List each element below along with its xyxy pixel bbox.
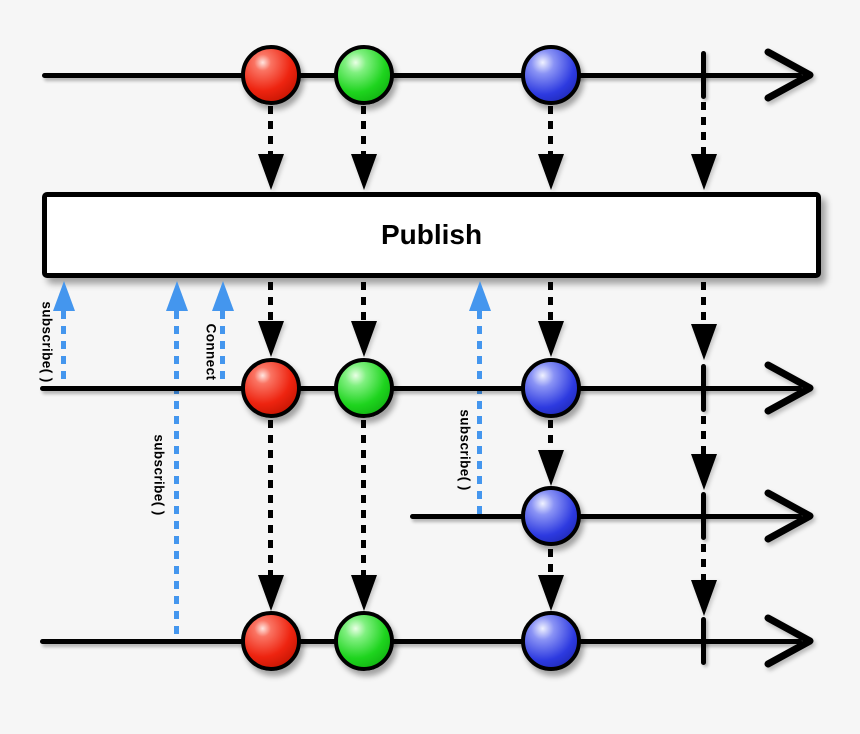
subscriber3-timeline-arrowhead-icon xyxy=(764,614,814,668)
subscribe-left-arrowhead-icon xyxy=(53,281,75,311)
subscriber3-complete-tick xyxy=(701,617,706,665)
subscriber1-marble-green xyxy=(334,358,394,418)
subscriber1-complete-tick xyxy=(701,364,706,412)
emit-red-to-publish-arrowhead-icon xyxy=(258,154,284,190)
sub1-to-sub3-green-dash xyxy=(361,420,366,575)
publish-to-sub1-complete-arrowhead-icon xyxy=(691,324,717,360)
subscriber2-timeline-arrowhead-icon xyxy=(764,489,814,543)
subscriber3-marble-blue xyxy=(521,611,581,671)
subscribe-left-label: subscribe( ) xyxy=(39,301,55,383)
connect-dash xyxy=(220,311,225,386)
subscribe-right-dash xyxy=(477,311,482,514)
emit-green-to-publish-dash xyxy=(361,106,366,156)
sub2-to-sub3-complete-arrowhead-icon xyxy=(691,580,717,616)
publish-to-sub1-red-dash xyxy=(268,282,273,322)
subscriber2-complete-tick xyxy=(701,492,706,540)
subscribe-right-label: subscribe( ) xyxy=(457,409,473,491)
sub1-to-sub2-blue-arrowhead-icon xyxy=(538,450,564,486)
emit-blue-to-publish-dash xyxy=(548,106,553,156)
source-complete-tick xyxy=(701,51,706,99)
publish-to-sub1-green-dash xyxy=(361,282,366,322)
emit-complete-to-publish-arrowhead-icon xyxy=(691,154,717,190)
subscribe-mid-arrowhead-icon xyxy=(166,281,188,311)
connect-label: Connect xyxy=(203,323,219,381)
subscriber2-timeline xyxy=(410,514,802,519)
publish-to-sub1-blue-dash xyxy=(548,282,553,322)
subscriber3-timeline xyxy=(40,639,802,644)
publish-to-sub1-blue-arrowhead-icon xyxy=(538,321,564,357)
sub1-to-sub3-green-arrowhead-icon xyxy=(351,575,377,611)
emit-green-to-publish-arrowhead-icon xyxy=(351,154,377,190)
sub2-to-sub3-blue-dash xyxy=(548,549,553,575)
subscribe-left-dash xyxy=(61,311,66,386)
source-timeline-arrowhead-icon xyxy=(764,48,814,102)
subscribe-right-arrowhead-icon xyxy=(469,281,491,311)
subscriber1-marble-blue xyxy=(521,358,581,418)
sub1-to-sub3-red-dash xyxy=(268,420,273,575)
sub2-to-sub3-blue-arrowhead-icon xyxy=(538,575,564,611)
sub1-to-sub2-blue-dash xyxy=(548,420,553,450)
sub1-to-sub3-red-arrowhead-icon xyxy=(258,575,284,611)
subscribe-mid-label: subscribe( ) xyxy=(151,434,167,516)
connect-arrowhead-icon xyxy=(212,281,234,311)
sub1-to-sub2-complete-dash xyxy=(701,416,706,454)
subscriber1-timeline-arrowhead-icon xyxy=(764,361,814,415)
sub1-to-sub2-complete-arrowhead-icon xyxy=(691,454,717,490)
subscriber1-marble-red xyxy=(241,358,301,418)
subscribe-mid-dash xyxy=(174,311,179,640)
publish-to-sub1-complete-dash xyxy=(701,282,706,324)
publish-operator-label: Publish xyxy=(380,219,483,250)
source-timeline xyxy=(42,73,802,78)
subscriber1-timeline xyxy=(40,386,802,391)
publish-to-sub1-green-arrowhead-icon xyxy=(351,321,377,357)
subscriber3-marble-red xyxy=(241,611,301,671)
sub2-to-sub3-complete-dash xyxy=(701,544,706,580)
source-marble-green xyxy=(334,45,394,105)
subscriber3-marble-green xyxy=(334,611,394,671)
publish-to-sub1-red-arrowhead-icon xyxy=(258,321,284,357)
source-marble-red xyxy=(241,45,301,105)
publish-operator-box: Publish xyxy=(42,192,821,278)
emit-red-to-publish-dash xyxy=(268,106,273,156)
source-marble-blue xyxy=(521,45,581,105)
emit-complete-to-publish-dash xyxy=(701,102,706,156)
emit-blue-to-publish-arrowhead-icon xyxy=(538,154,564,190)
subscriber2-marble-blue xyxy=(521,486,581,546)
